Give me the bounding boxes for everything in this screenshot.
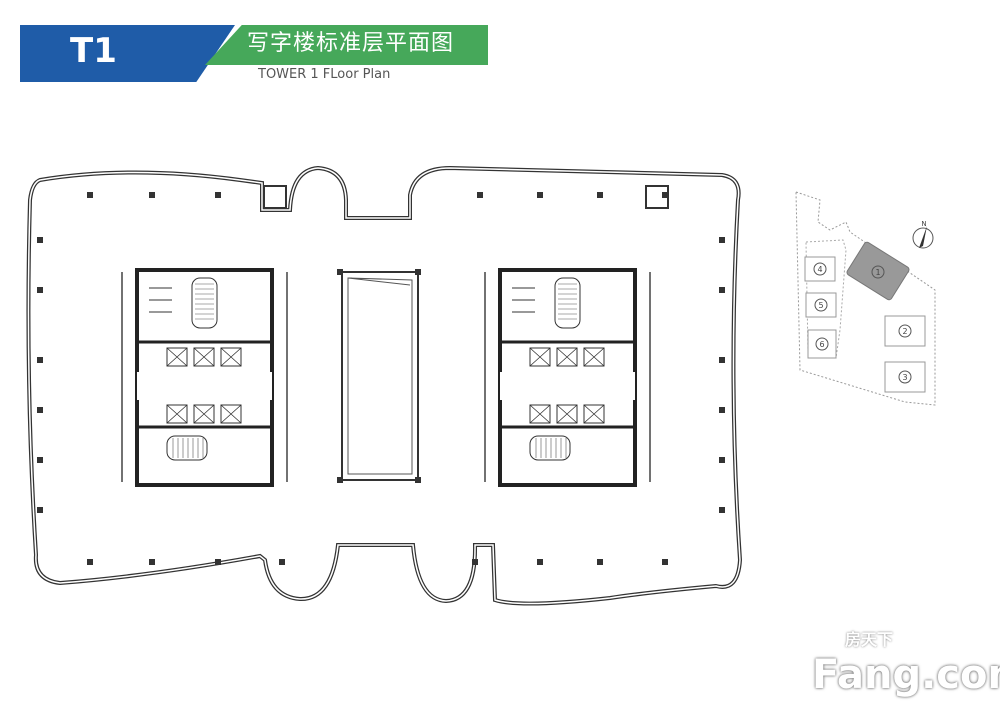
column bbox=[719, 457, 725, 463]
column bbox=[719, 407, 725, 413]
column bbox=[719, 237, 725, 243]
column bbox=[472, 559, 478, 565]
floor-outline bbox=[26, 165, 743, 606]
elevator bbox=[193, 404, 215, 424]
column bbox=[215, 559, 221, 565]
column bbox=[149, 192, 155, 198]
column bbox=[597, 192, 603, 198]
column bbox=[37, 237, 43, 243]
column bbox=[149, 559, 155, 565]
site-building-label: 4 bbox=[817, 265, 822, 274]
column bbox=[215, 192, 221, 198]
stair-box-left bbox=[263, 185, 287, 209]
site-building-marker bbox=[813, 262, 827, 276]
site-building-marker bbox=[815, 337, 829, 351]
watermark-logo: Fang.com bbox=[812, 652, 1000, 698]
site-building-label: 6 bbox=[819, 340, 824, 349]
header-green-banner bbox=[205, 25, 488, 65]
site-building-label: 1 bbox=[875, 268, 880, 277]
north-arrow-icon: N bbox=[912, 220, 934, 249]
elevator bbox=[166, 404, 188, 424]
elevator bbox=[556, 404, 578, 424]
column bbox=[537, 192, 543, 198]
column bbox=[719, 357, 725, 363]
site-building-marker bbox=[898, 370, 912, 384]
stair bbox=[166, 435, 208, 461]
elevator bbox=[556, 347, 578, 367]
header-blue-banner bbox=[20, 25, 235, 82]
stair bbox=[191, 277, 218, 329]
elevator bbox=[529, 347, 551, 367]
structural-columns bbox=[37, 192, 725, 565]
atrium-void bbox=[341, 271, 419, 481]
watermark-cn: 房天下 bbox=[845, 630, 894, 649]
column bbox=[719, 287, 725, 293]
column bbox=[279, 559, 285, 565]
column bbox=[87, 192, 93, 198]
column bbox=[337, 269, 343, 275]
elevator bbox=[220, 347, 242, 367]
site-building-label: 2 bbox=[902, 327, 907, 336]
title-cn: 写字楼标准层平面图 bbox=[247, 31, 455, 56]
site-building-1 bbox=[846, 241, 910, 301]
elevator bbox=[583, 347, 605, 367]
column bbox=[87, 559, 93, 565]
core-right bbox=[484, 268, 651, 487]
column bbox=[37, 407, 43, 413]
column bbox=[662, 192, 668, 198]
elevator bbox=[193, 347, 215, 367]
north-label: N bbox=[921, 220, 926, 228]
column bbox=[415, 477, 421, 483]
column bbox=[477, 192, 483, 198]
column bbox=[662, 559, 668, 565]
column bbox=[37, 507, 43, 513]
watermark-text: Fang.com bbox=[812, 652, 1000, 698]
site-building-label: 3 bbox=[902, 373, 907, 382]
column bbox=[597, 559, 603, 565]
site-building-marker bbox=[871, 265, 885, 279]
column bbox=[337, 477, 343, 483]
column bbox=[537, 559, 543, 565]
site-plan: 1 2 3 4 5 6 N bbox=[795, 191, 936, 406]
elevator bbox=[583, 404, 605, 424]
column bbox=[37, 287, 43, 293]
column bbox=[37, 357, 43, 363]
stair bbox=[529, 435, 571, 461]
column bbox=[415, 269, 421, 275]
title-en: TOWER 1 FLoor Plan bbox=[258, 67, 391, 82]
site-building-marker bbox=[814, 298, 828, 312]
column bbox=[719, 507, 725, 513]
site-building-marker bbox=[898, 324, 912, 338]
stair bbox=[554, 277, 581, 329]
elevator bbox=[220, 404, 242, 424]
column bbox=[37, 457, 43, 463]
elevator bbox=[529, 404, 551, 424]
core-left bbox=[121, 268, 288, 487]
tower-label: T1 bbox=[70, 31, 117, 71]
elevator bbox=[166, 347, 188, 367]
site-building-label: 5 bbox=[818, 301, 823, 310]
